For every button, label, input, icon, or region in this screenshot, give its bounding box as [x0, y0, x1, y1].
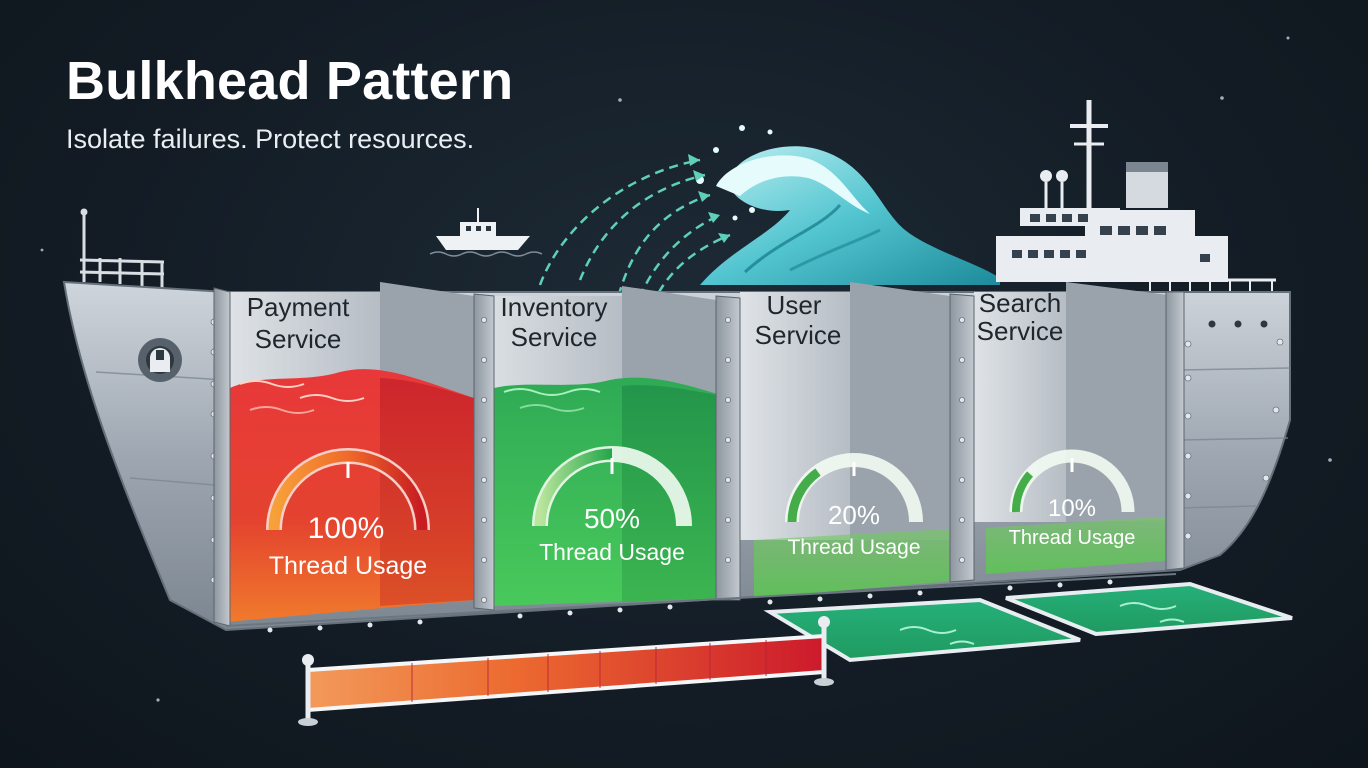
wave-icon [696, 125, 1000, 285]
compartment-label-line1: Inventory [501, 292, 608, 322]
gauge-search [1009, 449, 1135, 513]
small-boat-icon [429, 208, 543, 257]
compartment-label-line2: Service [977, 316, 1064, 346]
ship-icon [996, 100, 1276, 296]
compartment-label-line2: Service [755, 320, 842, 350]
gauge-values: 100% Thread Usage 50% Thread Usage 20% T… [269, 495, 1136, 580]
arrow-heads [688, 154, 730, 243]
star-dots [40, 36, 1332, 702]
compartment-user [740, 282, 966, 598]
compartment-label-line2: Service [255, 324, 342, 354]
usage-caption: Thread Usage [269, 552, 427, 580]
compartment-payment [226, 282, 474, 622]
page-subtitle: Isolate failures. Protect resources. [66, 124, 475, 154]
usage-value: 100% [308, 512, 385, 545]
gauge-user [785, 453, 923, 523]
page-title: Bulkhead Pattern [66, 51, 514, 111]
compartment-label-line1: User [767, 290, 822, 320]
compartment-label-line1: Search [979, 288, 1061, 318]
service-labels: Payment Service Inventory Service User S… [247, 288, 1064, 354]
compartment-inventory [474, 286, 724, 606]
usage-value: 20% [828, 500, 880, 530]
usage-value: 50% [584, 503, 640, 534]
gauge-inventory [532, 446, 692, 527]
usage-caption: Thread Usage [539, 539, 685, 565]
gauge-payment [266, 448, 430, 531]
pool-search [1005, 581, 1293, 637]
anchor-icon [138, 338, 182, 382]
containment-bar [298, 616, 834, 726]
usage-value: 10% [1048, 495, 1096, 522]
compartment-label-line1: Payment [247, 292, 350, 322]
bulkhead-walls [213, 287, 1185, 633]
usage-caption: Thread Usage [787, 536, 920, 559]
usage-caption: Thread Usage [1009, 527, 1136, 549]
compartment-label-line2: Service [511, 322, 598, 352]
